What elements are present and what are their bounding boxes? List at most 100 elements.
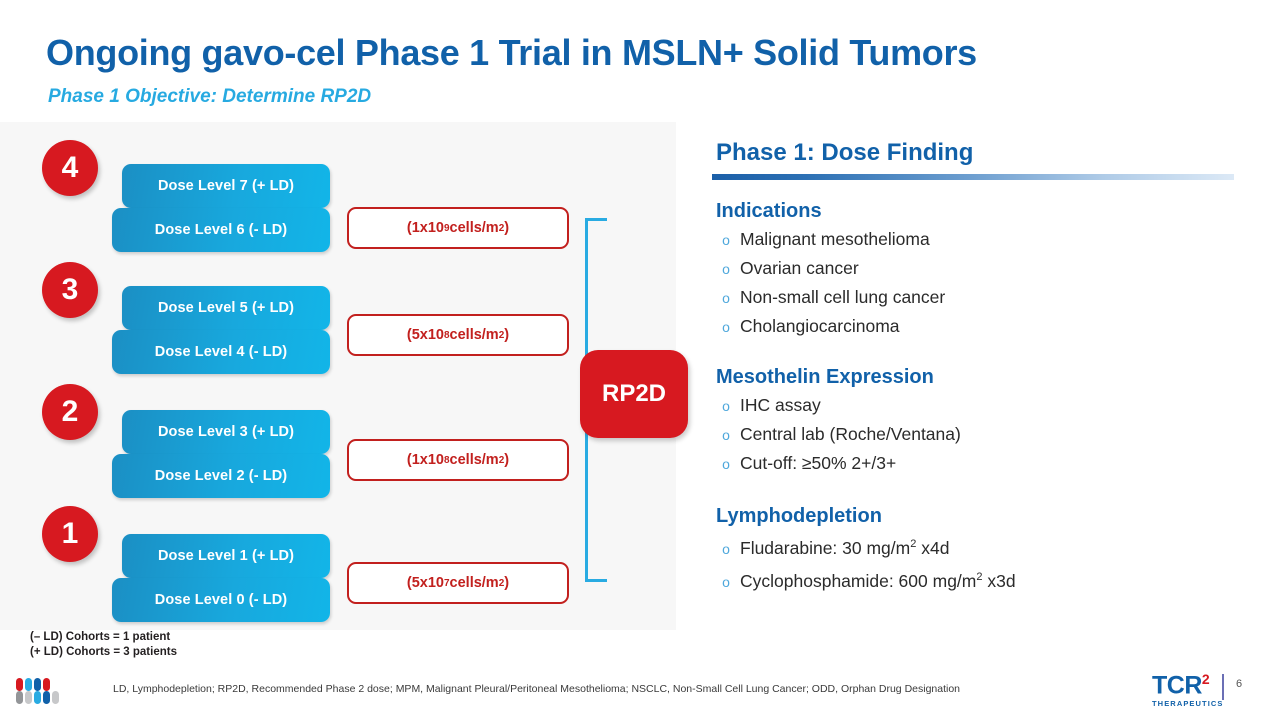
list-item: o Cyclophosphamide: 600 mg/m2 x3d xyxy=(712,564,1252,595)
logo-superscript: 2 xyxy=(1201,671,1210,687)
cohort-footnote: (– LD) Cohorts = 1 patient (+ LD) Cohort… xyxy=(30,630,177,660)
step-circle-2: 2 xyxy=(42,384,98,440)
dose-escalation-diagram: 4 Dose Level 7 (+ LD) Dose Level 6 (- LD… xyxy=(0,122,676,630)
cohort-footnote-line-1: (– LD) Cohorts = 1 patient xyxy=(30,631,171,643)
section-title: Mesothelin Expression xyxy=(716,366,934,388)
dose-bar-label: Dose Level 5 (+ LD) xyxy=(157,300,295,316)
dose-bar-level-3[interactable]: Dose Level 3 (+ LD) xyxy=(122,410,330,454)
list-item: o IHC assay xyxy=(712,392,1252,419)
circle-bullet-icon: o xyxy=(722,427,730,443)
dose-bar-level-4[interactable]: Dose Level 4 (- LD) xyxy=(112,330,330,374)
page-subtitle: Phase 1 Objective: Determine RP2D xyxy=(48,86,372,107)
step-number: 1 xyxy=(61,517,79,550)
step-circle-4: 4 xyxy=(42,140,98,196)
list-item-label: Ovarian cancer xyxy=(740,258,859,278)
list-item-label: Non-small cell lung cancer xyxy=(740,287,946,307)
page-number: 6 xyxy=(1236,678,1243,690)
step-circle-3: 3 xyxy=(42,262,98,318)
dose-value-base: (5x10 xyxy=(406,575,444,591)
panel-heading: Phase 1: Dose Finding xyxy=(716,139,974,166)
list-item: o Cholangiocarcinoma xyxy=(712,313,1252,340)
list-item-label: Central lab (Roche/Ventana) xyxy=(740,424,961,444)
list-item: o Malignant mesothelioma xyxy=(712,226,1252,253)
dose-value-unit: cells/m xyxy=(449,575,499,591)
footnote-abbreviations: LD, Lymphodepletion; RP2D, Recommended P… xyxy=(113,683,961,695)
circle-bullet-icon: o xyxy=(722,540,730,557)
dose-value-unit: cells/m xyxy=(449,452,499,468)
unit-exponent: 2 xyxy=(910,538,917,550)
section-title: Indications xyxy=(716,200,822,222)
dose-unit-exponent: 2 xyxy=(498,329,505,341)
circle-bullet-icon: o xyxy=(722,319,730,335)
dose-bar-level-7[interactable]: Dose Level 7 (+ LD) xyxy=(122,164,330,208)
drug-dose-text: Cyclophosphamide: 600 mg/m xyxy=(740,570,977,591)
dose-bar-label: Dose Level 4 (- LD) xyxy=(154,344,288,360)
cohort-footnote-line-2: (+ LD) Cohorts = 3 patients xyxy=(30,646,177,658)
dose-bar-level-6[interactable]: Dose Level 6 (- LD) xyxy=(112,208,330,252)
list-item: o Non-small cell lung cancer xyxy=(712,284,1252,311)
footer-divider xyxy=(1222,674,1224,700)
list-item-label: Fludarabine: 30 mg/m2 x4d xyxy=(740,531,949,561)
dose-bar-label: Dose Level 0 (- LD) xyxy=(154,592,288,608)
capsules-decorative-icon xyxy=(16,678,59,704)
list-item-label: Cyclophosphamide: 600 mg/m2 x3d xyxy=(740,564,1016,594)
logo-tagline: THERAPEUTICS xyxy=(1152,699,1224,709)
logo-text: TCR xyxy=(1152,671,1202,700)
logo-wordmark: TCR2 xyxy=(1152,672,1224,698)
dose-bar-level-5[interactable]: Dose Level 5 (+ LD) xyxy=(122,286,330,330)
circle-bullet-icon: o xyxy=(722,290,730,306)
rp2d-label: RP2D xyxy=(601,380,667,407)
dose-value-exponent: 9 xyxy=(443,222,450,234)
list-item-label: Cut-off: ≥50% 2+/3+ xyxy=(740,453,897,473)
section-indications: Indications o Malignant mesothelioma o O… xyxy=(712,198,1252,340)
circle-bullet-icon: o xyxy=(722,573,730,590)
section-title: Lymphodepletion xyxy=(716,505,882,527)
dose-unit-exponent: 2 xyxy=(498,577,505,589)
dose-value-unit: cells/m xyxy=(449,327,499,343)
list-item: o Ovarian cancer xyxy=(712,255,1252,282)
unit-exponent: 2 xyxy=(976,570,983,583)
list-item: o Cut-off: ≥50% 2+/3+ xyxy=(712,450,1252,477)
dose-bar-level-0[interactable]: Dose Level 0 (- LD) xyxy=(112,578,330,622)
step-circle-1: 1 xyxy=(42,506,98,562)
rp2d-badge: RP2D xyxy=(580,350,688,438)
step-number: 2 xyxy=(61,395,79,428)
circle-bullet-icon: o xyxy=(722,261,730,277)
dose-value-close: ) xyxy=(504,452,510,468)
dose-value-exponent: 7 xyxy=(443,577,450,589)
list-item-label: Malignant mesothelioma xyxy=(740,229,930,249)
dose-bar-label: Dose Level 3 (+ LD) xyxy=(157,424,295,440)
section-lymphodepletion: Lymphodepletion o Fludarabine: 30 mg/m2 … xyxy=(712,503,1252,595)
dose-bar-label: Dose Level 2 (- LD) xyxy=(154,468,288,484)
list-item-label: IHC assay xyxy=(740,395,821,415)
company-logo: TCR2 THERAPEUTICS xyxy=(1152,672,1224,708)
dose-value-base: (1x10 xyxy=(406,452,444,468)
dose-bar-label: Dose Level 1 (+ LD) xyxy=(157,548,295,564)
circle-bullet-icon: o xyxy=(722,398,730,414)
dose-value-exponent: 8 xyxy=(443,454,450,466)
heading-underline-bar xyxy=(712,174,1234,180)
section-mesothelin-expression: Mesothelin Expression o IHC assay o Cent… xyxy=(712,364,1252,477)
drug-schedule-text: x3d xyxy=(982,570,1016,591)
circle-bullet-icon: o xyxy=(722,456,730,472)
dose-bar-level-1[interactable]: Dose Level 1 (+ LD) xyxy=(122,534,330,578)
dose-bar-level-2[interactable]: Dose Level 2 (- LD) xyxy=(112,454,330,498)
dose-value-close: ) xyxy=(504,575,510,591)
page-title: Ongoing gavo-cel Phase 1 Trial in MSLN+ … xyxy=(46,32,977,73)
dose-unit-exponent: 2 xyxy=(498,222,505,234)
dose-value-base: (5x10 xyxy=(406,327,444,343)
step-number: 3 xyxy=(61,273,79,306)
list-item-label: Cholangiocarcinoma xyxy=(740,316,900,336)
dose-bar-label: Dose Level 6 (- LD) xyxy=(154,222,288,238)
dose-value-exponent: 8 xyxy=(443,329,450,341)
dose-value-close: ) xyxy=(504,327,510,343)
drug-dose-text: Fludarabine: 30 mg/m xyxy=(740,537,911,558)
dose-unit-exponent: 2 xyxy=(498,454,505,466)
step-number: 4 xyxy=(61,151,79,184)
dose-value-unit: cells/m xyxy=(449,220,499,236)
list-item: o Fludarabine: 30 mg/m2 x4d xyxy=(712,531,1252,562)
